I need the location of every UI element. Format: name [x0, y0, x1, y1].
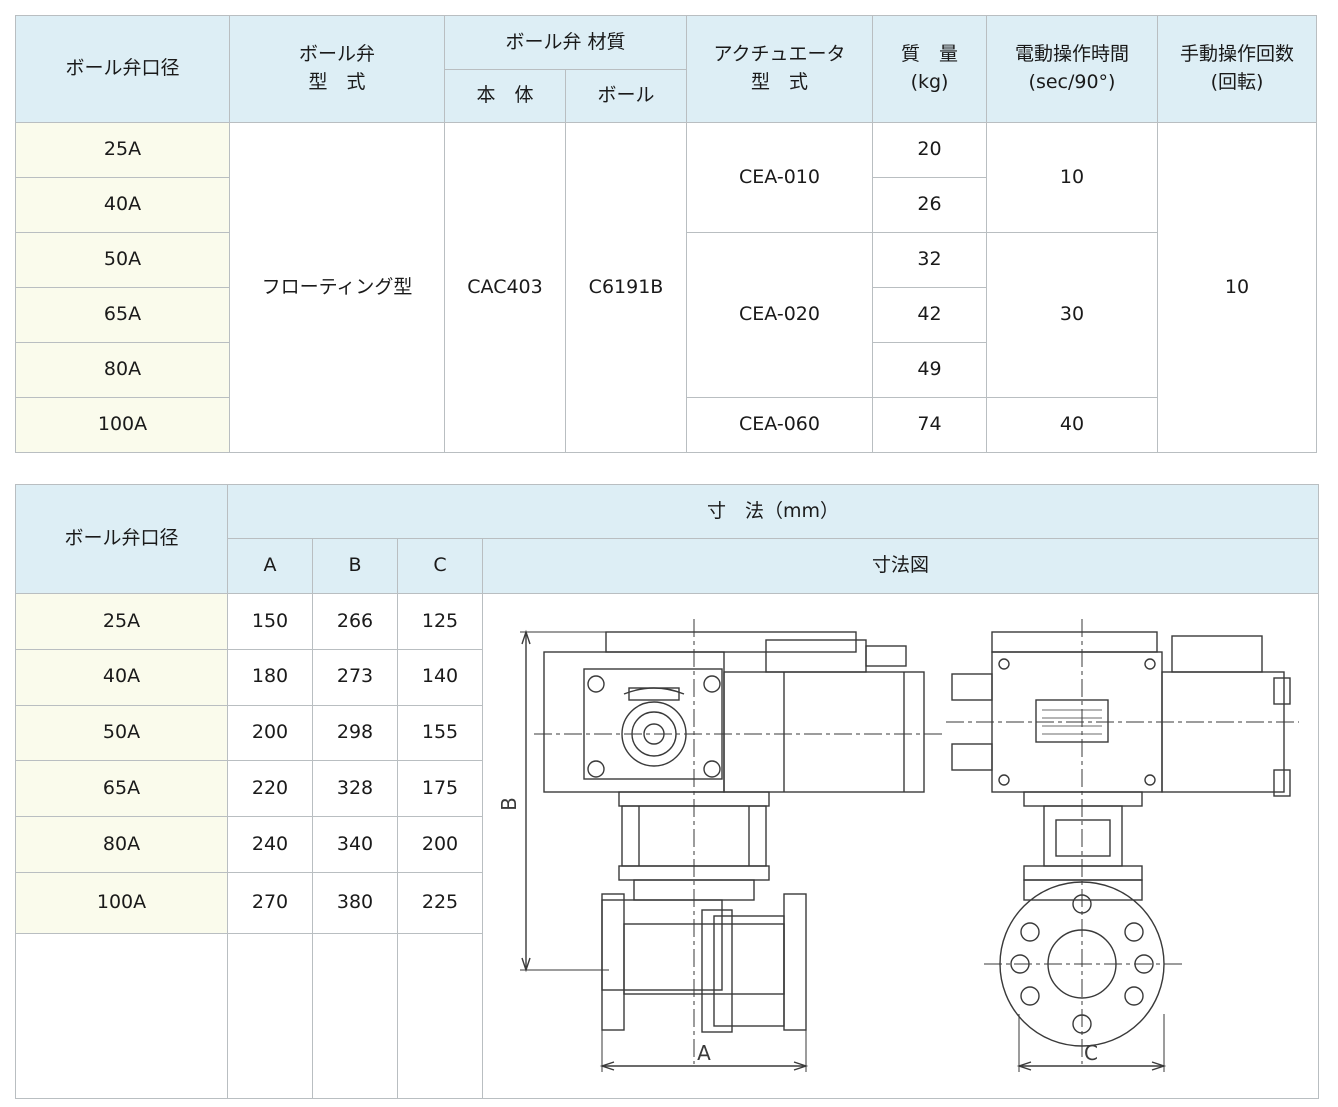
header-elec-time-line1: 電動操作時間 — [1015, 43, 1130, 66]
dim-c-cell: 140 — [397, 648, 483, 706]
dim-empty-cell — [227, 933, 313, 1099]
ball-material-cell: C6191B — [564, 122, 688, 453]
dim-header-b: B — [312, 538, 398, 594]
header-manual-line1: 手動操作回数 — [1180, 43, 1295, 66]
dimension-label-c: C — [1084, 1041, 1098, 1065]
manual-turns-cell: 10 — [1157, 122, 1318, 453]
bore-cell: 40A — [15, 177, 230, 233]
dim-a-cell: 240 — [227, 816, 313, 874]
dim-b-cell: 328 — [312, 760, 398, 818]
header-material: ボール弁 材質 — [443, 15, 688, 70]
bore-cell: 80A — [15, 342, 230, 398]
dim-header-dimensions: 寸 法（mm） — [226, 484, 1320, 539]
header-actuator: アクチュエータ 型 式 — [686, 15, 874, 123]
dim-empty-cell — [312, 933, 398, 1099]
header-valve-type-line1: ボール弁 — [298, 43, 375, 66]
dim-a-cell: 200 — [227, 704, 313, 762]
bore-cell: 100A — [15, 397, 230, 453]
dim-bore-cell: 80A — [15, 816, 228, 874]
front-view-drawing — [519, 619, 944, 1072]
dim-header-bore: ボール弁口径 — [15, 484, 228, 594]
valve-type-cell: フローティング型 — [229, 122, 445, 453]
mass-cell: 20 — [872, 122, 988, 178]
dim-c-cell: 200 — [397, 816, 483, 874]
header-elec-time: 電動操作時間 (sec/90°) — [986, 15, 1159, 123]
dim-bore-cell: 65A — [15, 760, 228, 818]
dim-bore-cell: 50A — [15, 704, 228, 762]
header-manual-turns: 手動操作回数 (回転) — [1157, 15, 1318, 123]
dim-empty-cell — [15, 933, 228, 1099]
mass-cell: 26 — [872, 177, 988, 233]
elec-time-cell: 40 — [986, 397, 1159, 453]
dim-c-cell: 125 — [397, 593, 483, 650]
header-actuator-line1: アクチュエータ — [713, 43, 846, 66]
mass-cell: 32 — [872, 232, 988, 288]
dim-a-cell: 180 — [227, 648, 313, 706]
side-view-drawing — [945, 619, 1299, 1072]
mass-cell: 49 — [872, 342, 988, 398]
dim-header-c: C — [397, 538, 483, 594]
dim-b-cell: 340 — [312, 816, 398, 874]
header-mass: 質 量 (kg) — [872, 15, 988, 123]
mass-cell: 74 — [872, 397, 988, 453]
dim-bore-cell: 100A — [15, 872, 228, 935]
dim-b-cell: 266 — [312, 593, 398, 650]
header-ball: ボール — [564, 69, 688, 123]
bore-cell: 25A — [15, 122, 230, 178]
elec-time-cell: 30 — [986, 232, 1159, 398]
dimension-drawing-cell: B A C — [481, 593, 1320, 1099]
dim-a-cell: 220 — [227, 760, 313, 818]
header-mass-line2: (kg) — [910, 71, 949, 93]
dimension-drawing: B A C — [497, 619, 1299, 1072]
header-body: 本 体 — [444, 69, 566, 123]
dim-bore-cell: 25A — [15, 593, 228, 650]
spec-table: ボール弁口径 ボール弁 型 式 ボール弁 材質 アクチュエータ 型 式 質 量 … — [15, 15, 1318, 453]
dim-bore-cell: 40A — [15, 648, 228, 706]
elec-time-cell: 10 — [986, 122, 1159, 233]
dimension-label-a: A — [697, 1041, 711, 1065]
header-manual-line2: (回転) — [1210, 71, 1264, 93]
header-actuator-line2: 型 式 — [751, 71, 809, 93]
actuator-cell: CEA-010 — [686, 122, 874, 233]
actuator-cell: CEA-020 — [686, 232, 874, 398]
dim-a-cell: 270 — [227, 872, 313, 935]
header-bore: ボール弁口径 — [15, 15, 230, 123]
dim-c-cell: 225 — [397, 872, 483, 935]
header-elec-time-line2: (sec/90°) — [1028, 71, 1116, 93]
dim-a-cell: 150 — [227, 593, 313, 650]
dim-b-cell: 380 — [312, 872, 398, 935]
mass-cell: 42 — [872, 287, 988, 343]
dim-header-drawing: 寸法図 — [481, 538, 1320, 594]
bore-cell: 50A — [15, 232, 230, 288]
header-valve-type-line2: 型 式 — [308, 71, 366, 93]
bore-cell: 65A — [15, 287, 230, 343]
dim-empty-cell — [397, 933, 483, 1099]
dim-c-cell: 155 — [397, 704, 483, 762]
header-valve-type: ボール弁 型 式 — [229, 15, 445, 123]
dim-b-cell: 298 — [312, 704, 398, 762]
actuator-cell: CEA-060 — [686, 397, 874, 453]
dim-header-a: A — [227, 538, 313, 594]
dimension-table: ボール弁口径 寸 法（mm） A B C 寸法図 25A 150 266 125 — [15, 484, 1320, 1099]
body-material-cell: CAC403 — [444, 122, 566, 453]
dim-c-cell: 175 — [397, 760, 483, 818]
dim-b-cell: 273 — [312, 648, 398, 706]
header-mass-line1: 質 量 — [901, 43, 959, 66]
dimension-label-b: B — [497, 797, 521, 811]
